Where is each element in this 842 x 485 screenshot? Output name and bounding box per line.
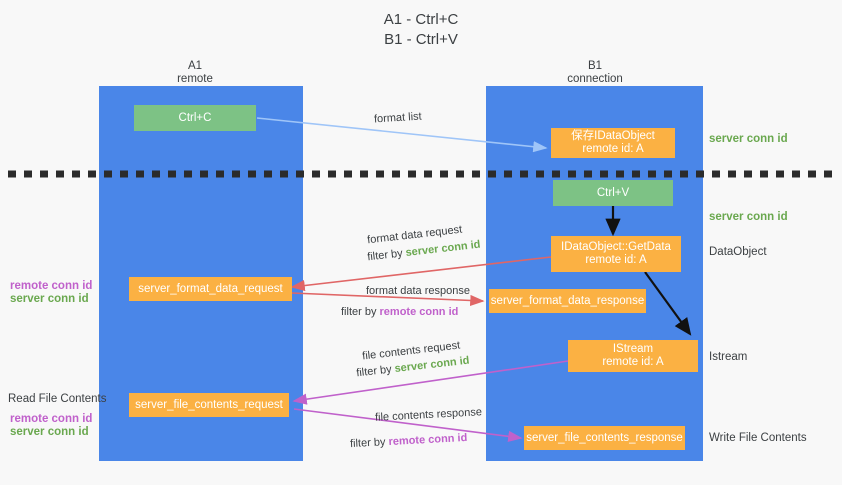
arrow-label-file-contents-response: file contents response (374, 406, 483, 424)
box-server-file-contents-request-label: server_file_contents_request (135, 398, 283, 411)
label-remote-conn-id-upper: remote conn id (10, 280, 93, 292)
column-left-sub: remote (177, 73, 213, 85)
label-read-file-contents: Read File Contents (8, 393, 107, 405)
box-server-file-contents-response[interactable]: server_file_contents_response (524, 426, 685, 450)
label-server-conn-id-lower: server conn id (10, 426, 89, 438)
label-server-conn-id-upper: server conn id (10, 293, 89, 305)
box-ctrl-v-label: Ctrl+V (596, 186, 630, 199)
arrow-label-format-list: format list (373, 110, 423, 126)
box-istream-line1: IStream (612, 343, 654, 355)
box-save-idataobject[interactable]: 保存IDataObject remote id: A (551, 128, 675, 158)
box-server-format-data-request[interactable]: server_format_data_request (129, 277, 292, 301)
box-istream[interactable]: IStream remote id: A (568, 340, 698, 372)
box-server-file-contents-response-label: server_file_contents_response (526, 431, 683, 444)
box-istream-line2: remote id: A (602, 356, 664, 368)
filter-prefix-4: filter by (349, 436, 389, 451)
filter-prefix-3: filter by (355, 363, 396, 380)
label-server-conn-id-second: server conn id (709, 211, 788, 223)
column-right-name: B1 (587, 60, 603, 72)
filter-prefix-1: filter by (366, 247, 407, 264)
box-server-file-contents-request[interactable]: server_file_contents_request (129, 393, 289, 417)
label-write-file-contents: Write File Contents (709, 432, 807, 444)
filter-key-remote-conn-id-1: remote conn id (379, 306, 459, 318)
box-ctrl-c[interactable]: Ctrl+C (134, 105, 256, 131)
box-idataobject-getdata[interactable]: IDataObject::GetData remote id: A (551, 236, 681, 272)
diagram-title: A1 - Ctrl+C B1 - Ctrl+V (0, 10, 842, 50)
arrow-label-format-data-response: format data response (366, 285, 470, 297)
arrow-label-file-contents-response-filter: filter by remote conn id (350, 431, 468, 451)
label-dataobject: DataObject (709, 246, 767, 258)
box-getdata-line2: remote id: A (585, 254, 647, 266)
arrow-label-format-data-response-filter: filter by remote conn id (341, 305, 458, 319)
box-server-format-data-response-label: server_format_data_response (490, 294, 645, 307)
title-line-2: B1 - Ctrl+V (384, 31, 458, 48)
box-server-format-data-response[interactable]: server_format_data_response (489, 289, 646, 313)
column-header-left: A1 remote (120, 60, 270, 86)
box-save-idataobject-line1: 保存IDataObject (571, 130, 655, 142)
label-remote-conn-id-lower: remote conn id (10, 413, 93, 425)
title-line-1: A1 - Ctrl+C (383, 11, 459, 28)
box-getdata-line1: IDataObject::GetData (561, 241, 671, 253)
box-ctrl-c-label: Ctrl+C (178, 111, 212, 124)
column-right-sub: connection (567, 73, 623, 85)
column-left-name: A1 (187, 60, 203, 72)
filter-key-remote-conn-id-2: remote conn id (388, 431, 468, 449)
column-header-right: B1 connection (520, 60, 670, 86)
box-save-idataobject-line2: remote id: A (582, 143, 644, 155)
label-istream: Istream (709, 351, 748, 363)
box-ctrl-v[interactable]: Ctrl+V (553, 180, 673, 206)
label-server-conn-id-top: server conn id (709, 133, 788, 145)
filter-prefix-2: filter by (341, 306, 380, 318)
box-server-format-data-request-label: server_format_data_request (138, 282, 283, 295)
